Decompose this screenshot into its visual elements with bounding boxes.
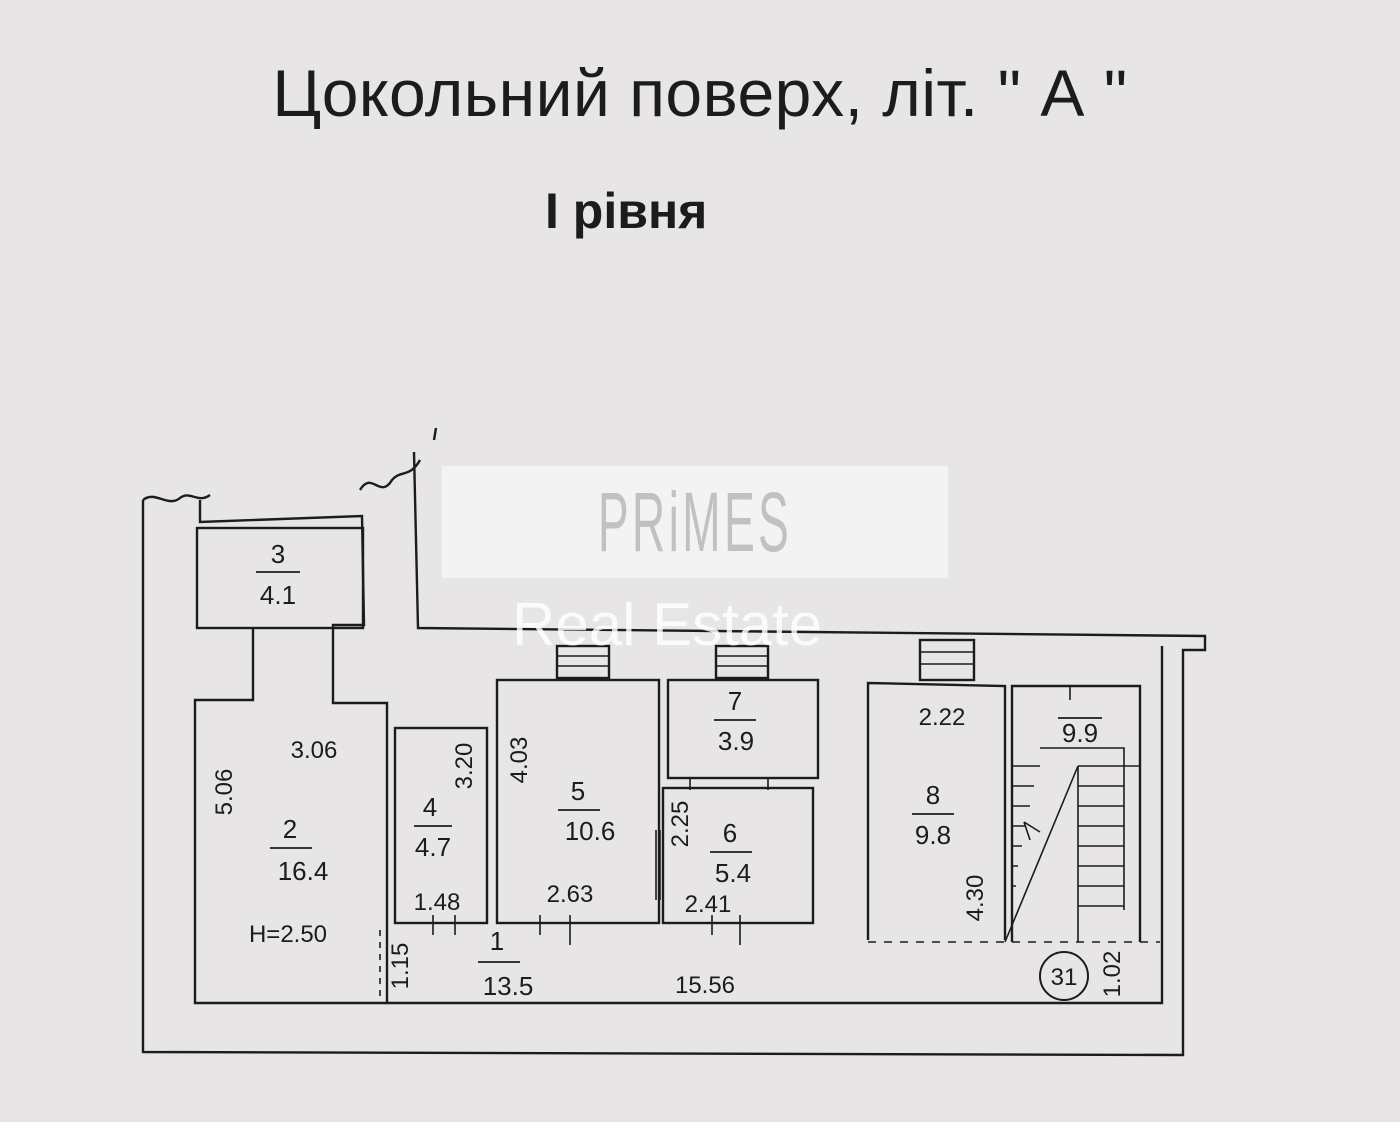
dim-4-30: 4.30	[962, 875, 989, 922]
stair-landing	[1040, 747, 1125, 910]
room-8-number: 8	[926, 780, 940, 810]
room-8-outline	[866, 681, 1007, 940]
room-6-area: 5.4	[715, 858, 751, 888]
stair-arrow	[1023, 821, 1041, 841]
stair-area: 9.9	[1062, 718, 1098, 748]
stair-treads	[1012, 765, 1140, 907]
room-6-number: 6	[723, 818, 737, 848]
dim-3-20: 3.20	[451, 743, 478, 790]
room-2-number: 2	[283, 814, 297, 844]
plan-title: Цокольний поверх, літ. " А "	[272, 56, 1128, 130]
room-8-area: 9.8	[915, 820, 951, 850]
dim-2-22: 2.22	[919, 704, 966, 731]
room-5-area: 10.6	[565, 816, 616, 846]
break-line-left	[142, 493, 211, 503]
entrance-steps-2	[714, 644, 770, 680]
dim-2-25: 2.25	[667, 801, 694, 848]
stair-number: 31	[1051, 964, 1078, 991]
room-4-outline	[393, 726, 489, 925]
stair-outline	[1010, 684, 1142, 942]
room-6-outline	[661, 786, 815, 925]
room-1-area: 13.5	[483, 971, 534, 1001]
watermark-box	[442, 466, 948, 578]
dim-1-15: 1.15	[387, 943, 414, 990]
room-7-outline	[666, 678, 820, 780]
room-3-outline	[195, 526, 365, 630]
room-2-outline	[193, 628, 387, 1005]
watermark-tagline: Real Estate	[512, 591, 823, 658]
entrance-steps-1	[555, 644, 611, 680]
room-5-number: 5	[571, 776, 585, 806]
dim-2-63: 2.63	[547, 881, 594, 908]
inner-wall	[198, 500, 1164, 1005]
room-4-number: 4	[423, 792, 437, 822]
dim-15-56: 15.56	[675, 972, 735, 999]
dim-1-48: 1.48	[414, 889, 461, 916]
room-7-number: 7	[728, 686, 742, 716]
room-4-area: 4.7	[415, 832, 451, 862]
stair-number-circle	[1039, 951, 1089, 1001]
room-2-area: 16.4	[278, 856, 329, 886]
room-7-area: 3.9	[718, 726, 754, 756]
dim-3-06: 3.06	[291, 737, 338, 764]
stair-flight	[1004, 765, 1079, 943]
outer-wall	[141, 451, 1207, 1057]
break-mark-top	[432, 427, 438, 441]
entrance-steps-3	[918, 638, 976, 682]
dim-1-02: 1.02	[1099, 951, 1126, 998]
room-1-number: 1	[490, 926, 504, 956]
break-line-right	[358, 459, 422, 491]
room-5-outline	[495, 678, 661, 925]
room-3-number: 3	[271, 539, 285, 569]
watermark-brand: PRiMES	[597, 474, 793, 569]
dim-5-06: 5.06	[211, 769, 238, 816]
dim-2-41: 2.41	[685, 891, 732, 918]
dim-4-03: 4.03	[506, 737, 533, 784]
room-3-area: 4.1	[260, 580, 296, 610]
plan-subtitle: І рівня	[545, 183, 708, 239]
height-label: H=2.50	[249, 921, 327, 948]
